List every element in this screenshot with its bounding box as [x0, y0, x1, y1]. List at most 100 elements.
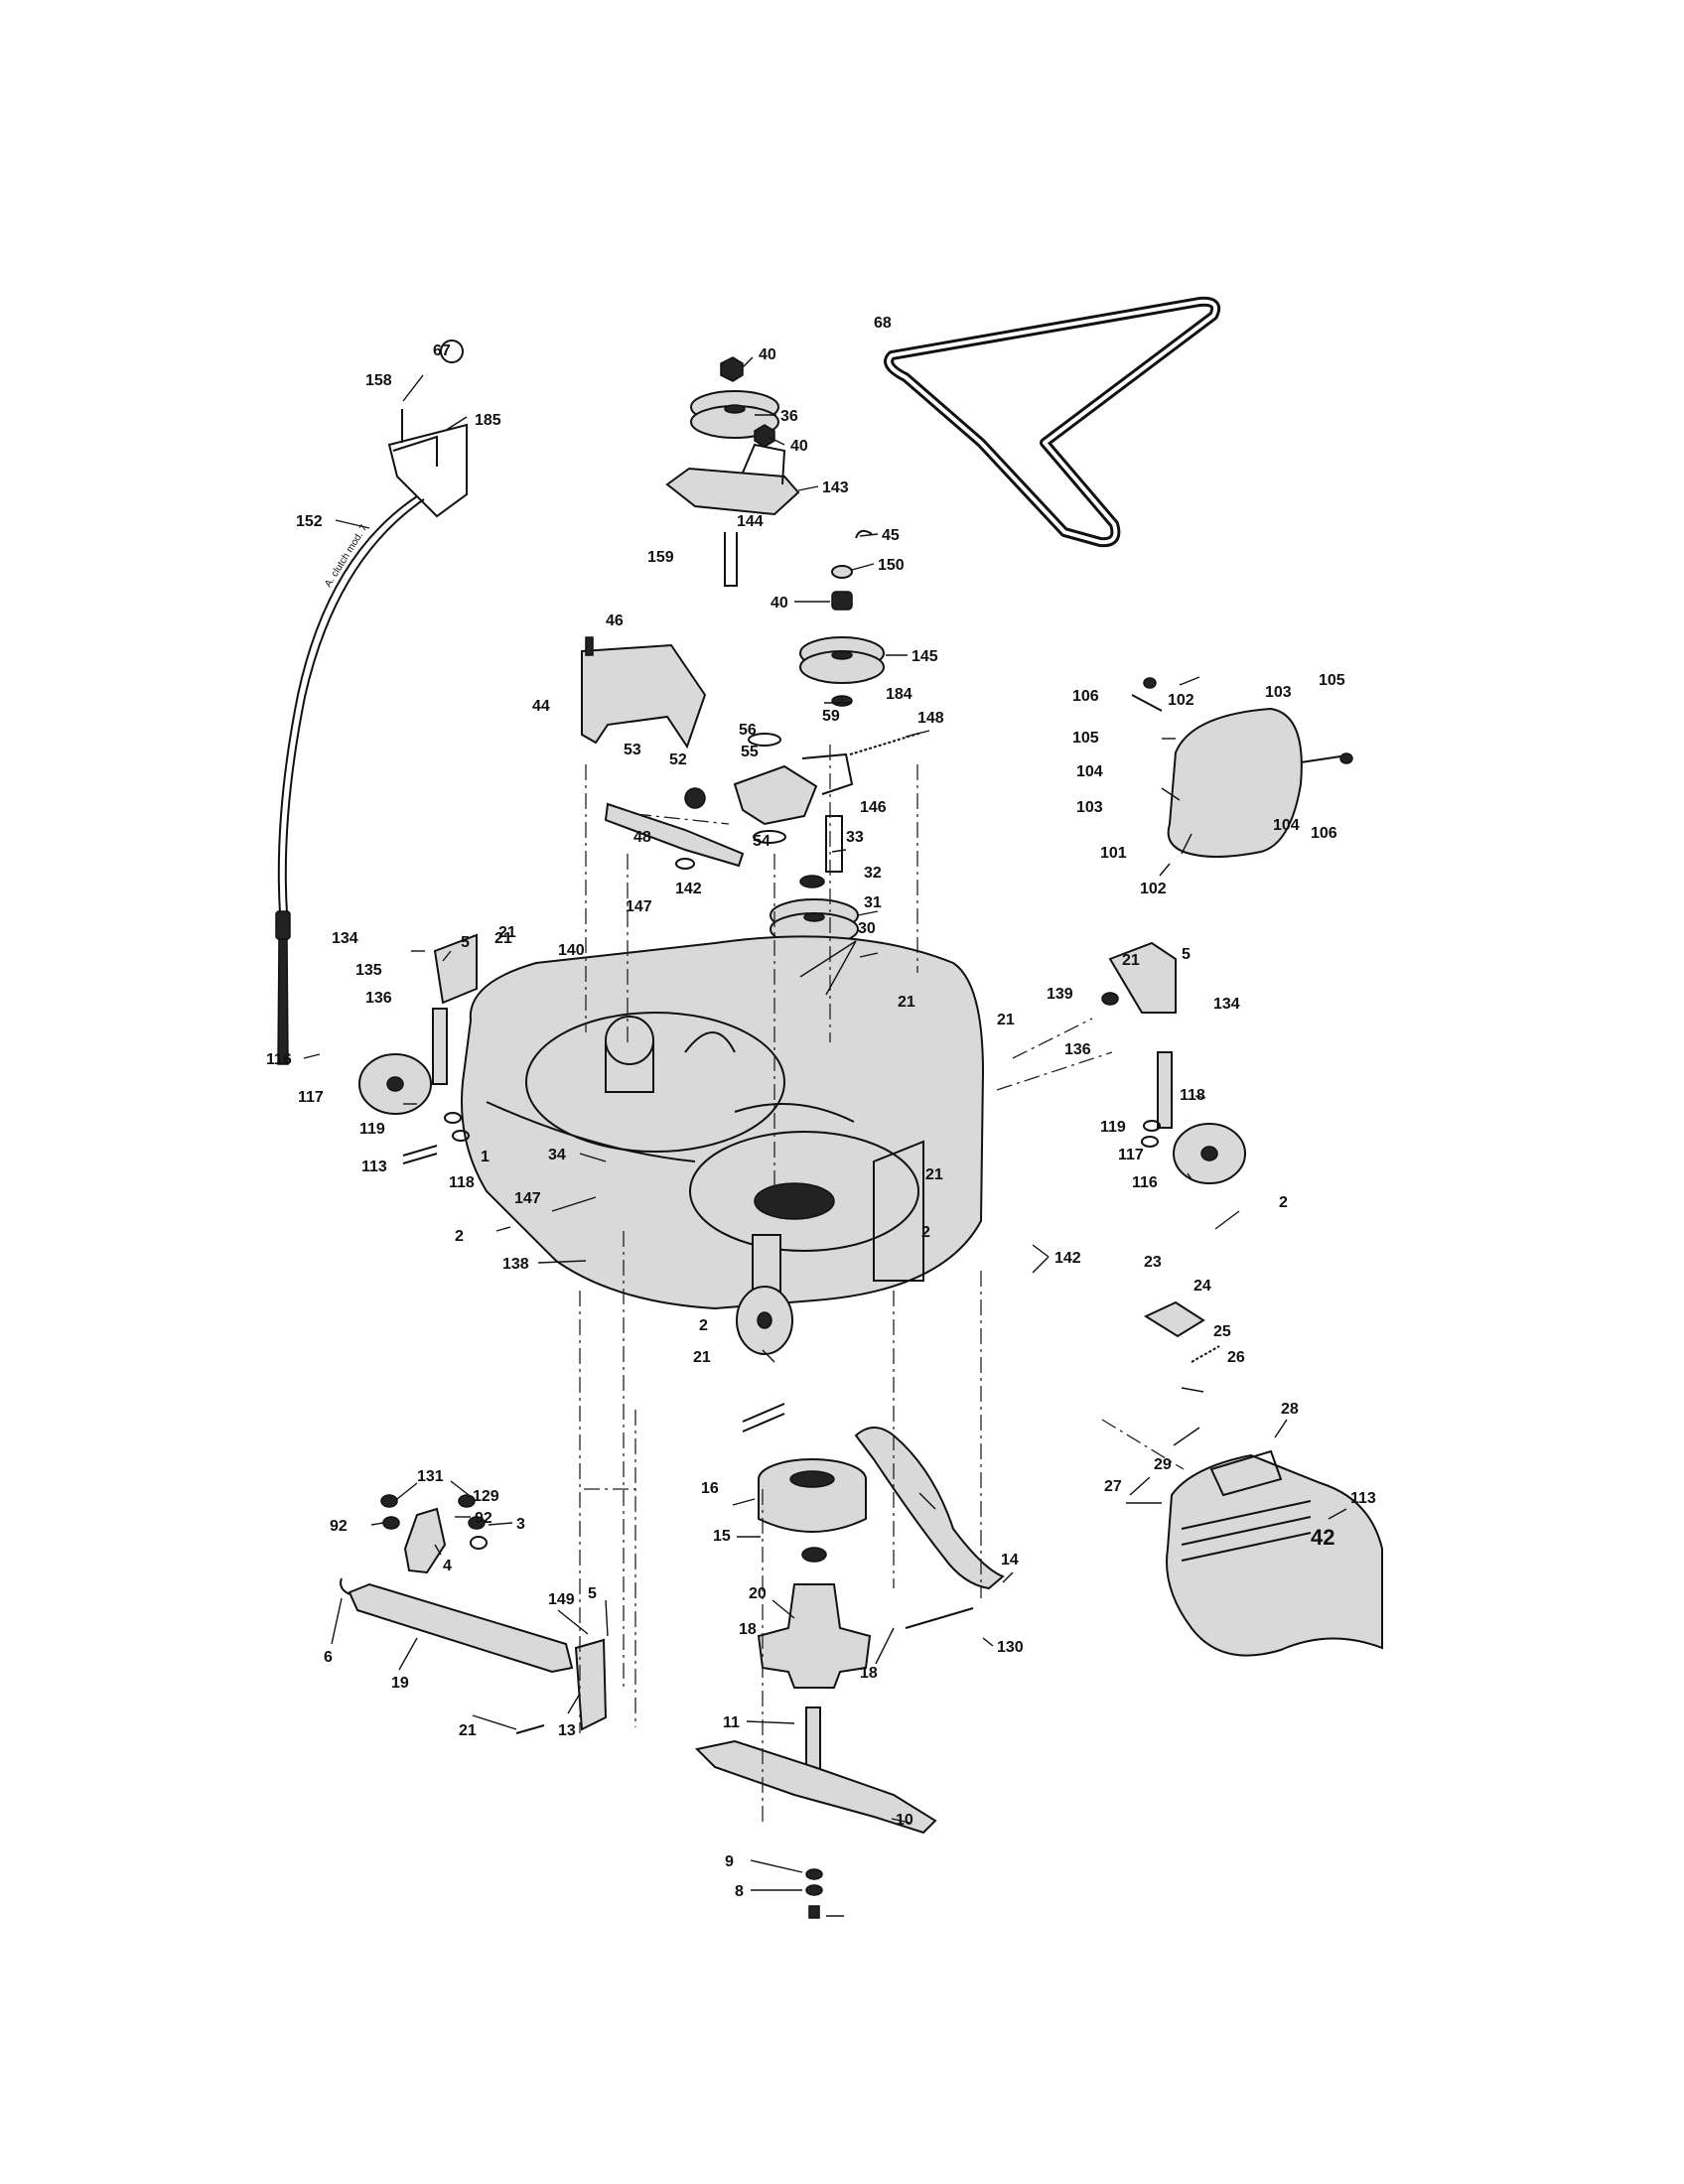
part-label: 14: [1001, 1552, 1019, 1569]
part-label: 184: [886, 686, 912, 703]
part-label: 21: [693, 1349, 711, 1366]
part-label: 105: [1319, 672, 1345, 689]
part-label: 31: [864, 894, 882, 911]
part-label: 147: [626, 898, 652, 915]
knob-ball: [440, 340, 464, 363]
part-label: 5: [461, 934, 470, 951]
part-label: 33: [846, 829, 864, 846]
part-label: 40: [790, 438, 808, 455]
part-label: 21: [498, 924, 516, 941]
part-label: 68: [874, 315, 892, 332]
part-label: 21: [494, 930, 512, 947]
part-label: 146: [860, 799, 887, 816]
part-label: 21: [925, 1166, 943, 1183]
part-label: 103: [1076, 799, 1103, 816]
part-label: 129: [473, 1488, 499, 1505]
part-label: 55: [741, 744, 759, 760]
part-label: 25: [1213, 1323, 1231, 1340]
part-label: 15: [713, 1528, 731, 1545]
part-label: 140: [558, 942, 585, 959]
part-label: 59: [822, 708, 840, 725]
part-label: 23: [1144, 1254, 1162, 1271]
part-label: 158: [365, 372, 392, 389]
part-label: 40: [759, 346, 776, 363]
part-label: 16: [701, 1480, 719, 1497]
part-label: 53: [624, 742, 641, 758]
part-label: 131: [417, 1468, 444, 1485]
idler-arm-assembly: [604, 732, 922, 873]
part-label: 118: [449, 1174, 475, 1191]
drive-belt: [884, 296, 1221, 548]
part-label: 116: [266, 1051, 292, 1068]
part-label: 119: [1100, 1119, 1126, 1136]
part-label: 21: [459, 1722, 477, 1739]
part-label: 116: [1132, 1174, 1158, 1191]
part-label: 48: [633, 829, 651, 846]
part-label: 106: [1072, 688, 1099, 705]
part-label: 102: [1168, 692, 1194, 709]
part-label: 113: [361, 1159, 387, 1175]
part-label: 18: [860, 1665, 878, 1682]
part-label: 130: [997, 1639, 1024, 1656]
part-label: 102: [1140, 881, 1167, 897]
part-label: 117: [1118, 1147, 1144, 1163]
cable-imprint: A. clutch mod. 7: [323, 523, 370, 590]
gauge-wheel-front: [736, 1234, 793, 1433]
part-label: 134: [1213, 996, 1240, 1013]
part-label: 134: [332, 930, 358, 947]
part-label: 136: [1064, 1041, 1091, 1058]
part-label: 56: [739, 722, 757, 739]
part-label: 67: [433, 342, 451, 359]
part-label: 9: [725, 1853, 734, 1870]
part-label: 145: [912, 648, 938, 665]
shroud-badge: 42: [1311, 1525, 1334, 1550]
part-label: 149: [548, 1591, 575, 1608]
part-label: 144: [737, 513, 764, 530]
part-label: 24: [1193, 1278, 1211, 1295]
part-label: 26: [1227, 1349, 1245, 1366]
part-label: 44: [532, 698, 550, 715]
part-label: 185: [475, 412, 501, 429]
part-label: 139: [1047, 986, 1073, 1003]
part-label: 21: [898, 994, 915, 1011]
part-label: 28: [1281, 1401, 1299, 1418]
part-label: 21: [997, 1012, 1015, 1028]
part-label: 46: [606, 613, 624, 629]
part-label: 150: [878, 557, 905, 574]
gauge-wheel-right: [1101, 941, 1246, 1184]
part-label: 1: [481, 1149, 490, 1165]
part-label: 92: [475, 1510, 492, 1527]
discharge-deflector: [1131, 677, 1353, 858]
part-label: 32: [864, 865, 882, 882]
idler-pulley-145: [799, 529, 885, 707]
part-label: 34: [548, 1147, 566, 1163]
part-label: 8: [735, 1883, 744, 1900]
part-number-labels: 67 158 185 152 40 36 40 143 144 159 68 4…: [266, 315, 1376, 1900]
discharge-shroud: 42: [1143, 1300, 1383, 1657]
part-label: 40: [771, 595, 788, 612]
part-label: 2: [921, 1224, 930, 1241]
part-label: 104: [1273, 817, 1300, 834]
lift-link-assembly: [340, 1494, 608, 1734]
part-label: 19: [391, 1675, 409, 1692]
part-label: 117: [298, 1089, 324, 1106]
part-label: 152: [296, 513, 323, 530]
blade-spindle-assembly: [757, 1458, 872, 1794]
part-label: 5: [1182, 946, 1191, 963]
part-label: 45: [882, 527, 900, 544]
part-label: 106: [1311, 825, 1337, 842]
part-label: 54: [753, 833, 771, 850]
idler-assembly: [665, 356, 800, 587]
part-label: 101: [1100, 845, 1127, 862]
part-label: 4: [443, 1558, 452, 1574]
part-label: 5: [588, 1585, 597, 1602]
part-label: 143: [822, 479, 849, 496]
part-label: 142: [675, 881, 702, 897]
part-label: 3: [516, 1516, 525, 1533]
gauge-wheel-left: [358, 933, 478, 1164]
part-label: 20: [749, 1585, 767, 1602]
part-label: 30: [858, 920, 876, 937]
part-label: 113: [1350, 1490, 1376, 1507]
mower-deck: [461, 935, 985, 1310]
part-label: 29: [1154, 1456, 1172, 1473]
